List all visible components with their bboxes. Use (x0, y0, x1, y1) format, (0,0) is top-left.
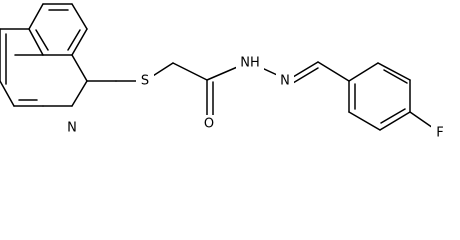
fluorophenyl-ring (348, 62, 437, 131)
chemical-structure: N S O NH N F (0, 3, 449, 142)
side-chain (86, 61, 350, 123)
fluorine-label: F (436, 126, 443, 141)
hydrazide-nh-label: NH (240, 56, 260, 71)
quinoline-nitrogen-label: N (67, 121, 77, 136)
quinoline-pyridine-ring (0, 28, 88, 107)
carbonyl-oxygen-label: O (204, 117, 214, 132)
thioether-sulfur-label: S (141, 74, 149, 89)
atom-labels: N S O NH N F (63, 54, 449, 142)
hydrazone-nitrogen-label: N (280, 74, 290, 89)
quinoline-benzo-ring (28, 3, 88, 56)
